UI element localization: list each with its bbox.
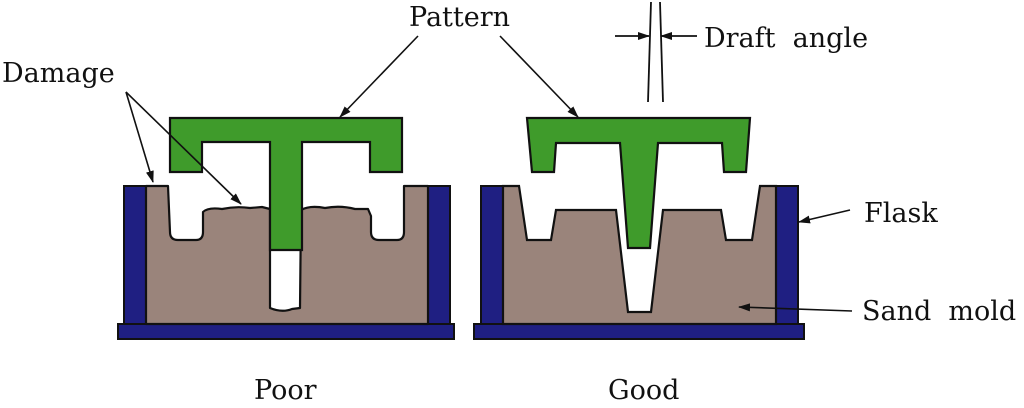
good-flask-base [473,323,805,340]
damage-arrow-cavity [125,91,242,205]
good-flask-right-wall [775,185,799,325]
pattern-arrow-good [499,35,579,118]
good-sand-mold [501,184,778,326]
pattern-label: Pattern [409,2,510,33]
poor-flask-base [117,323,455,340]
leader-arrows [125,35,853,312]
flask-label: Flask [864,198,938,229]
draft-angle-indicator [615,1,697,103]
poor-label: Poor [254,375,317,406]
damage-arrow-wall [125,91,154,183]
poor-flask-right-wall [427,185,451,325]
poor-sand-mold [144,184,430,326]
good-flask-left-wall [480,185,504,325]
damage-label: Damage [2,58,115,89]
flask-arrow [798,209,851,224]
good-pattern [525,116,752,250]
good-example [473,116,805,340]
good-label: Good [608,375,679,406]
draft-line-left [647,1,652,103]
sand-mold-arrow [738,303,853,312]
draft-line-right [659,1,664,103]
poor-example [117,116,455,340]
sand-mold-label: Sand mold [862,296,1016,327]
draft-angle-label: Draft angle [704,23,868,54]
poor-flask-left-wall [123,185,147,325]
pattern-arrow-poor [339,35,419,118]
poor-pattern [168,116,404,252]
